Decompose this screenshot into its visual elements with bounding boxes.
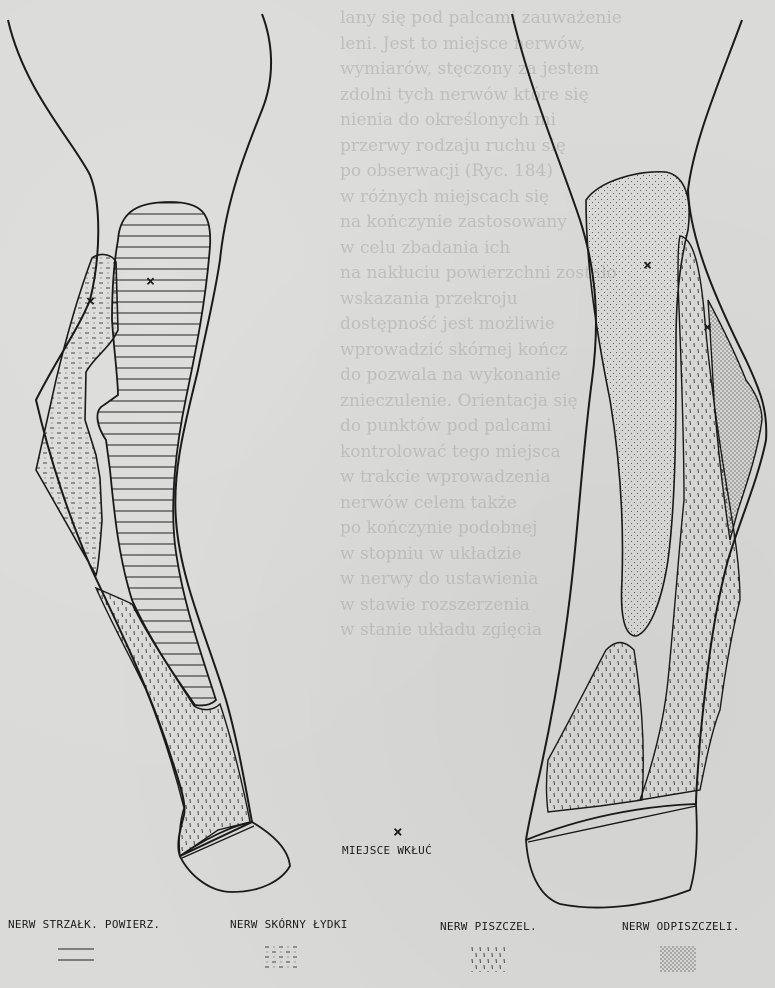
left-leg [8,14,290,892]
legend: NERW STRZAŁK. POWIERZ. NERW SKÓRNY ŁYDKI… [0,918,775,988]
legend-label-piszczel: NERW PISZCZEL. [440,920,537,933]
legend-item-odpiszczel: NERW ODPISZCZELI. [622,920,740,933]
marker-right-odpiszczel: × [643,256,652,274]
right-hoof [526,804,697,908]
legend-swatch-horizontal-lines [58,944,94,970]
legend-swatch-short-dashes [264,944,300,970]
marker-left-strzalk: × [146,272,155,290]
legend-item-piszczel: NERW PISZCZEL. [440,920,537,933]
marker-left-skorny: × [86,292,95,310]
injection-legend-symbol: × [393,822,403,841]
injection-legend-label: MIEJSCE WKŁUĆ [342,844,432,857]
left-region-strzalk [97,202,216,705]
right-region-odpiszczel [586,172,689,636]
marker-right-piszczel: × [703,318,712,336]
legend-label-odpiszczel: NERW ODPISZCZELI. [622,920,740,933]
legend-swatch-dots [660,946,696,972]
legend-label-strzalk: NERW STRZAŁK. POWIERZ. [8,918,160,931]
legend-item-strzalk: NERW STRZAŁK. POWIERZ. [8,918,160,931]
right-region-piszczel-lower [547,643,644,813]
legend-item-skorny: NERW SKÓRNY ŁYDKI [230,918,348,931]
right-leg [512,14,766,908]
legend-label-skorny: NERW SKÓRNY ŁYDKI [230,918,348,931]
legend-swatch-vertical-ticks [470,946,506,972]
